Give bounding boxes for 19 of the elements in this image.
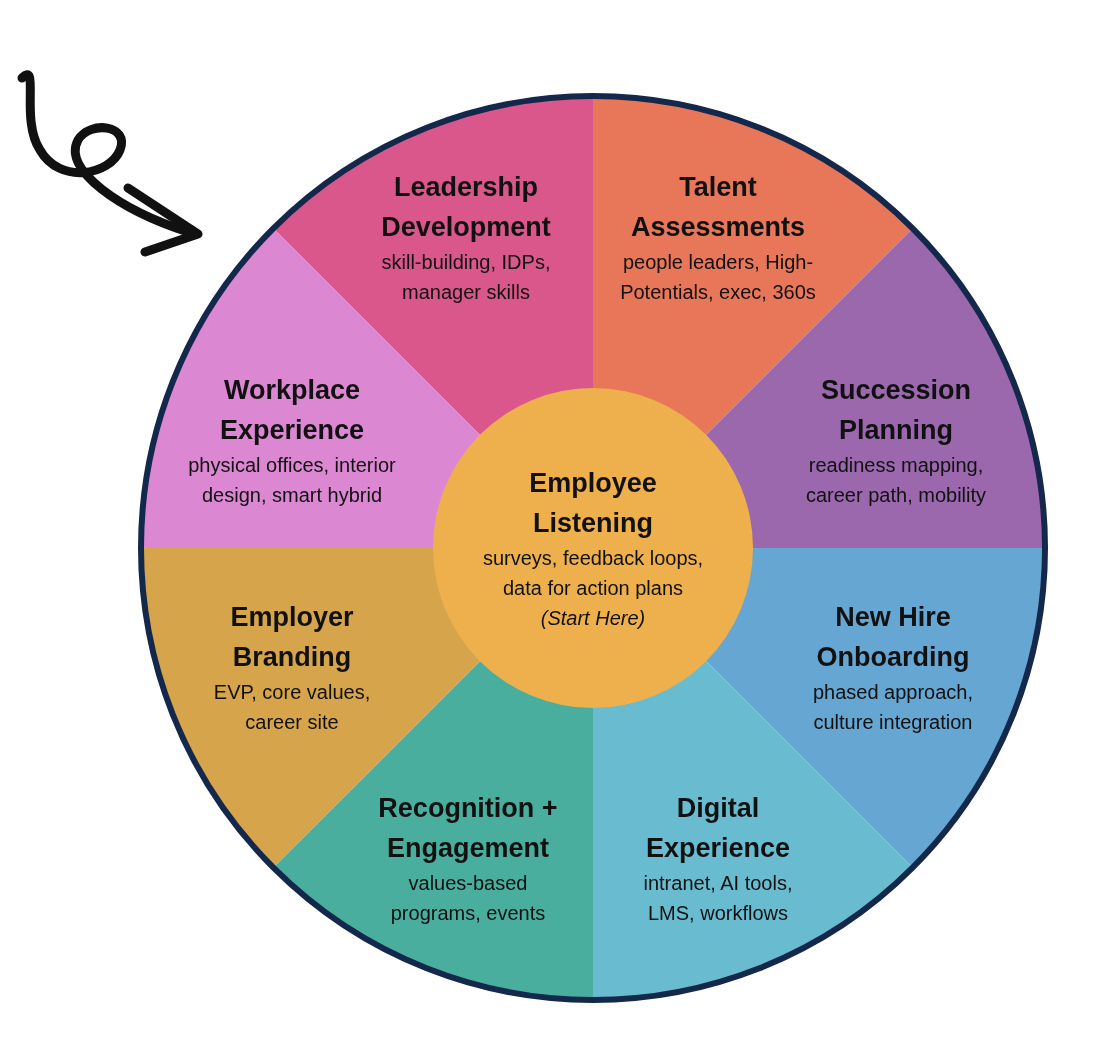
segment-description: intranet, AI tools, LMS, workflows <box>642 871 794 926</box>
segment-heading: Talent Assessments <box>629 171 807 244</box>
segment-heading: Employer Branding <box>229 601 355 674</box>
segment-description: readiness mapping, career path, mobility <box>804 453 988 508</box>
segment-heading: Recognition + Engagement <box>377 792 559 865</box>
segment-description: EVP, core values, career site <box>212 680 372 735</box>
start-note: (Start Here) <box>540 606 646 631</box>
segment-description: phased approach, culture integration <box>811 680 975 735</box>
segment-heading: Employee Listening <box>528 467 658 540</box>
segment-heading: New Hire Onboarding <box>815 601 971 674</box>
segment-description: values-based programs, events <box>389 871 547 926</box>
segment-heading: Digital Experience <box>644 792 792 865</box>
segment-heading: Succession Planning <box>819 374 973 447</box>
segment-heading: Workplace Experience <box>218 374 366 447</box>
segment-heading: Leadership Development <box>380 171 552 244</box>
segment-description: surveys, feedback loops, data for action plans <box>481 546 705 601</box>
segment-description: people leaders, High-Potentials, exec, 360s <box>619 250 817 305</box>
segment-description: physical offices, interior design, smart hybrid <box>187 453 397 508</box>
segment-description: skill-building, IDPs, manager skills <box>380 250 552 305</box>
